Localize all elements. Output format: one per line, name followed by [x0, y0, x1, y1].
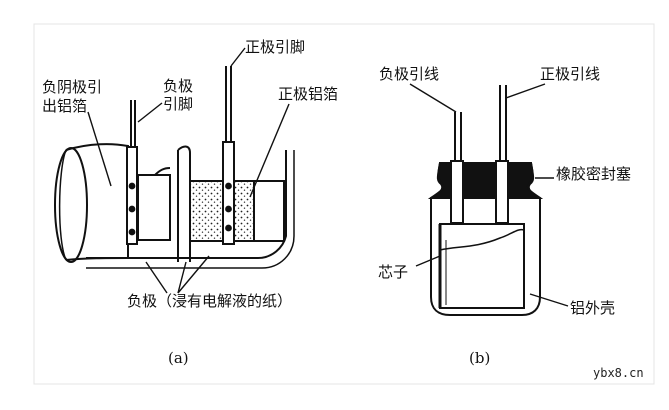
label-neg-lead-line2: 引脚: [163, 95, 194, 113]
panel-a-negative-lead: [126, 100, 138, 245]
label-neg-lead-wire: 负极引线: [379, 65, 440, 83]
panel-b-drawing: [427, 85, 544, 316]
label-neg-lead-line1: 负极: [163, 77, 194, 95]
negative-foil-roll: [54, 143, 129, 263]
label-rubber-seal: 橡胶密封塞: [556, 165, 632, 183]
label-pos-lead: 正极引脚: [245, 38, 306, 56]
panel-a-positive-lead: [222, 66, 235, 245]
negative-paper-strip: [86, 150, 287, 259]
label-neg-cathode-foil-line1: 负阴极引: [42, 78, 103, 96]
divider-sheet: [177, 145, 191, 262]
panel-a-leader-lines: [87, 47, 290, 294]
panel-a-drawing: [54, 143, 295, 269]
panel-b-leader-lines: [409, 83, 569, 307]
label-pos-lead-wire: 正极引线: [540, 65, 601, 83]
label-pos-foil: 正极铝箔: [278, 85, 339, 103]
watermark-text: ybx8.cn: [593, 366, 644, 380]
capacitor-core: [439, 223, 525, 309]
caption-panel-a: (a): [168, 349, 189, 367]
rubber-seal: [427, 162, 544, 199]
figure-frame: [33, 23, 655, 385]
cathode-foil-panel: [137, 174, 171, 241]
label-neg-cathode-foil-line2: 出铝箔: [42, 97, 88, 115]
label-core: 芯子: [378, 263, 409, 281]
caption-panel-b: (b): [469, 349, 491, 367]
label-aluminum-shell: 铝外壳: [570, 299, 616, 317]
label-neg-electrode-paper: 负极（浸有电解液的纸）: [127, 292, 293, 310]
